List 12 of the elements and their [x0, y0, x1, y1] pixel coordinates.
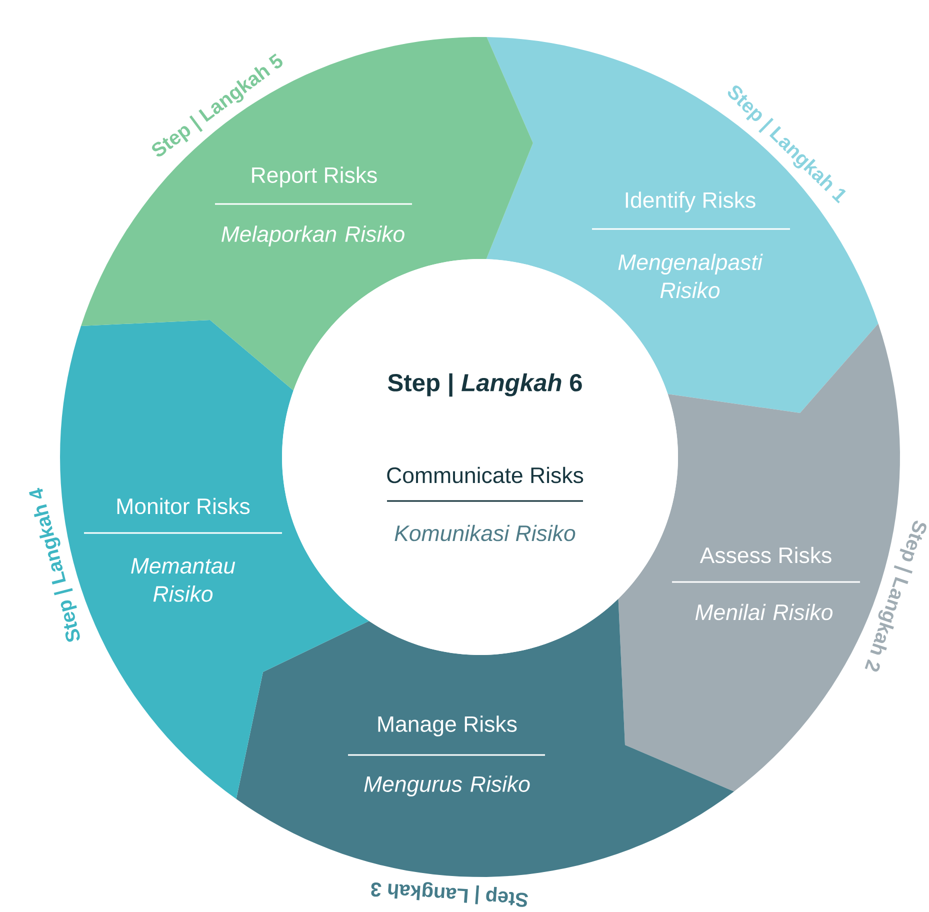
node-label: Monitor Risks	[117, 498, 250, 514]
node-label: Assess Risks	[700, 546, 832, 564]
node-label: Mengurus Risiko	[364, 776, 530, 796]
node-label: Manage Risks	[378, 716, 517, 736]
node-label: Memantau Risiko	[131, 558, 236, 602]
step-label: Manage Risks Mengurus Risiko	[348, 716, 545, 796]
node-label: Menilai Risiko	[695, 604, 833, 620]
node-label: Identify Risks	[626, 192, 756, 212]
step-label: Report Risks Melaporkan Risiko	[215, 166, 412, 246]
step-number-label: Step | Langkah 3	[371, 882, 528, 907]
step-label: Monitor Risks Memantau Risiko	[84, 498, 282, 602]
step-number-label: Step | Langkah 4	[29, 488, 80, 642]
